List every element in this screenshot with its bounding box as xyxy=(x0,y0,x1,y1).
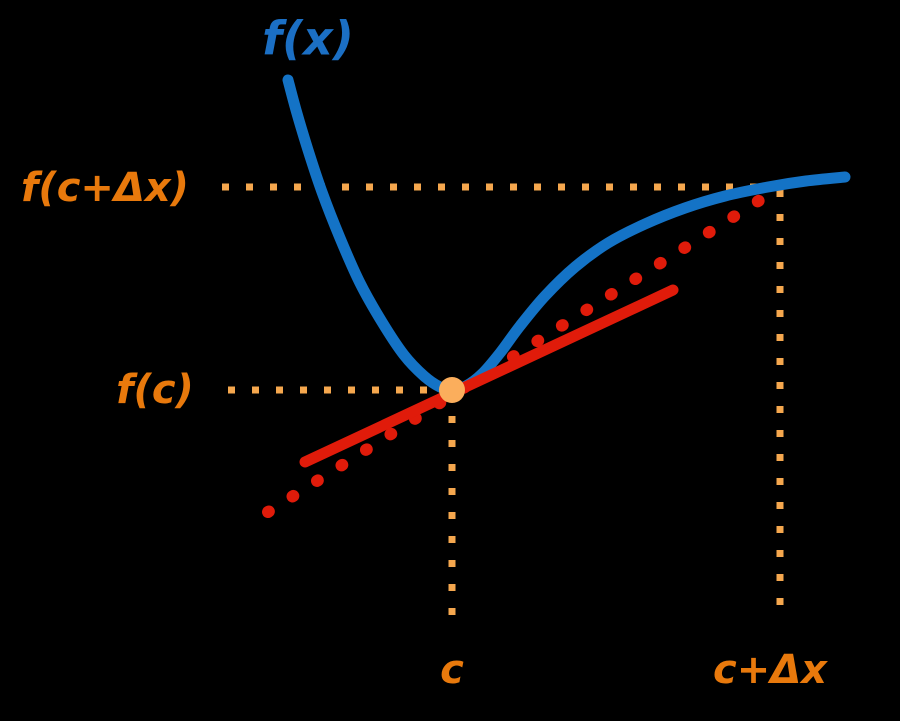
tangent-line xyxy=(299,284,679,468)
secant-line xyxy=(262,180,788,518)
guide-lines xyxy=(222,183,790,622)
point-c-marker xyxy=(439,377,465,403)
y-axis-label-upper: f(c+Δx) xyxy=(21,165,189,211)
y-axis-label-lower: f(c) xyxy=(116,367,194,413)
x-axis-label-c-plus-dx: c+Δx xyxy=(713,647,828,693)
x-axis-label-c: c xyxy=(440,647,464,693)
function-label: f(x) xyxy=(262,12,354,66)
